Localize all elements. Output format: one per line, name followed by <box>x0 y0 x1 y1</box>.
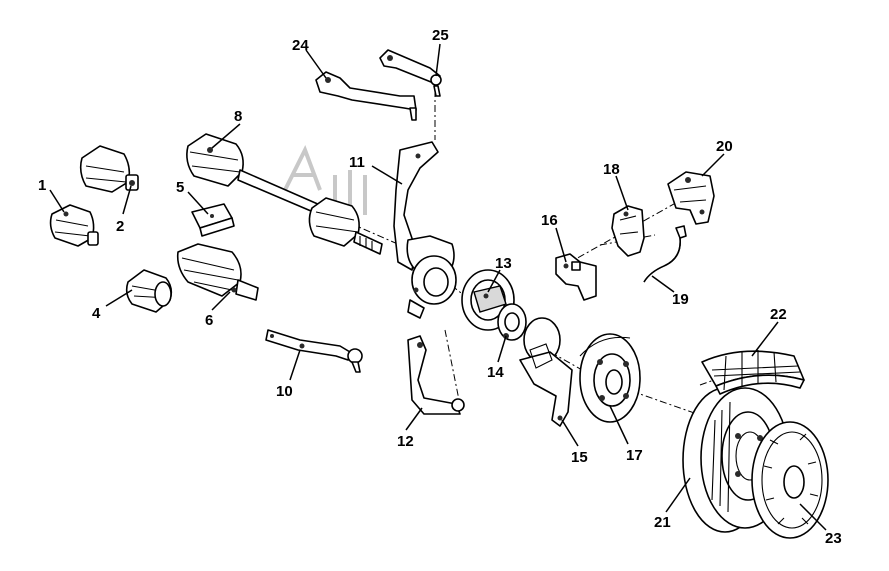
part-15-splash-shield <box>519 317 573 427</box>
callout-6: 6 <box>205 312 213 329</box>
part-1-cv-boot <box>49 204 99 247</box>
part-22-brake-shoe <box>701 350 805 395</box>
part-4-bellows <box>125 269 173 313</box>
part-20-brake-caliper <box>667 171 715 225</box>
watermark <box>283 145 367 215</box>
part-25-idler-arm <box>379 49 442 97</box>
callout-4: 4 <box>92 305 101 322</box>
callout-22: 22 <box>770 306 787 323</box>
part-17-hub <box>579 333 641 423</box>
callout-23: 23 <box>825 530 842 547</box>
callout-15: 15 <box>571 449 588 466</box>
part-16-brake-pad <box>555 253 597 301</box>
callout-17: 17 <box>626 447 643 464</box>
callout-labels: 1 2 4 5 6 8 10 11 12 13 14 15 16 17 18 1… <box>38 27 842 547</box>
callout-21: 21 <box>654 514 671 531</box>
leader-lines <box>49 43 827 531</box>
part-24-upper-arm <box>315 71 417 121</box>
callout-19: 19 <box>672 291 689 308</box>
part-19-brake-hose <box>643 225 687 283</box>
part-14-wheel-bearing <box>497 303 527 341</box>
assembly-axis-lines <box>239 90 771 416</box>
callout-16: 16 <box>541 212 558 229</box>
callout-25: 25 <box>432 27 449 44</box>
part-2-cv-boot <box>79 145 139 193</box>
callout-14: 14 <box>487 364 504 381</box>
callout-24: 24 <box>292 37 309 54</box>
part-23-dust-cover <box>751 421 829 539</box>
part-11-steering-knuckle <box>393 141 457 319</box>
callout-10: 10 <box>276 383 293 400</box>
part-13-circlip <box>461 269 515 331</box>
callout-1: 1 <box>38 177 46 194</box>
part-12-lower-arm <box>407 335 465 415</box>
part-10-track-rod <box>265 329 363 373</box>
callout-20: 20 <box>716 138 733 155</box>
callout-12: 12 <box>397 433 414 450</box>
callout-11: 11 <box>349 154 365 171</box>
callout-2: 2 <box>116 218 124 235</box>
part-18-caliper-bracket <box>611 205 645 257</box>
part-6-shaft-boot <box>176 243 259 301</box>
callout-8: 8 <box>234 108 242 125</box>
part-5-clip <box>191 203 235 237</box>
callout-18: 18 <box>603 161 620 178</box>
callout-5: 5 <box>176 179 184 196</box>
part-8-half-shaft <box>186 133 383 255</box>
callout-13: 13 <box>495 255 512 272</box>
